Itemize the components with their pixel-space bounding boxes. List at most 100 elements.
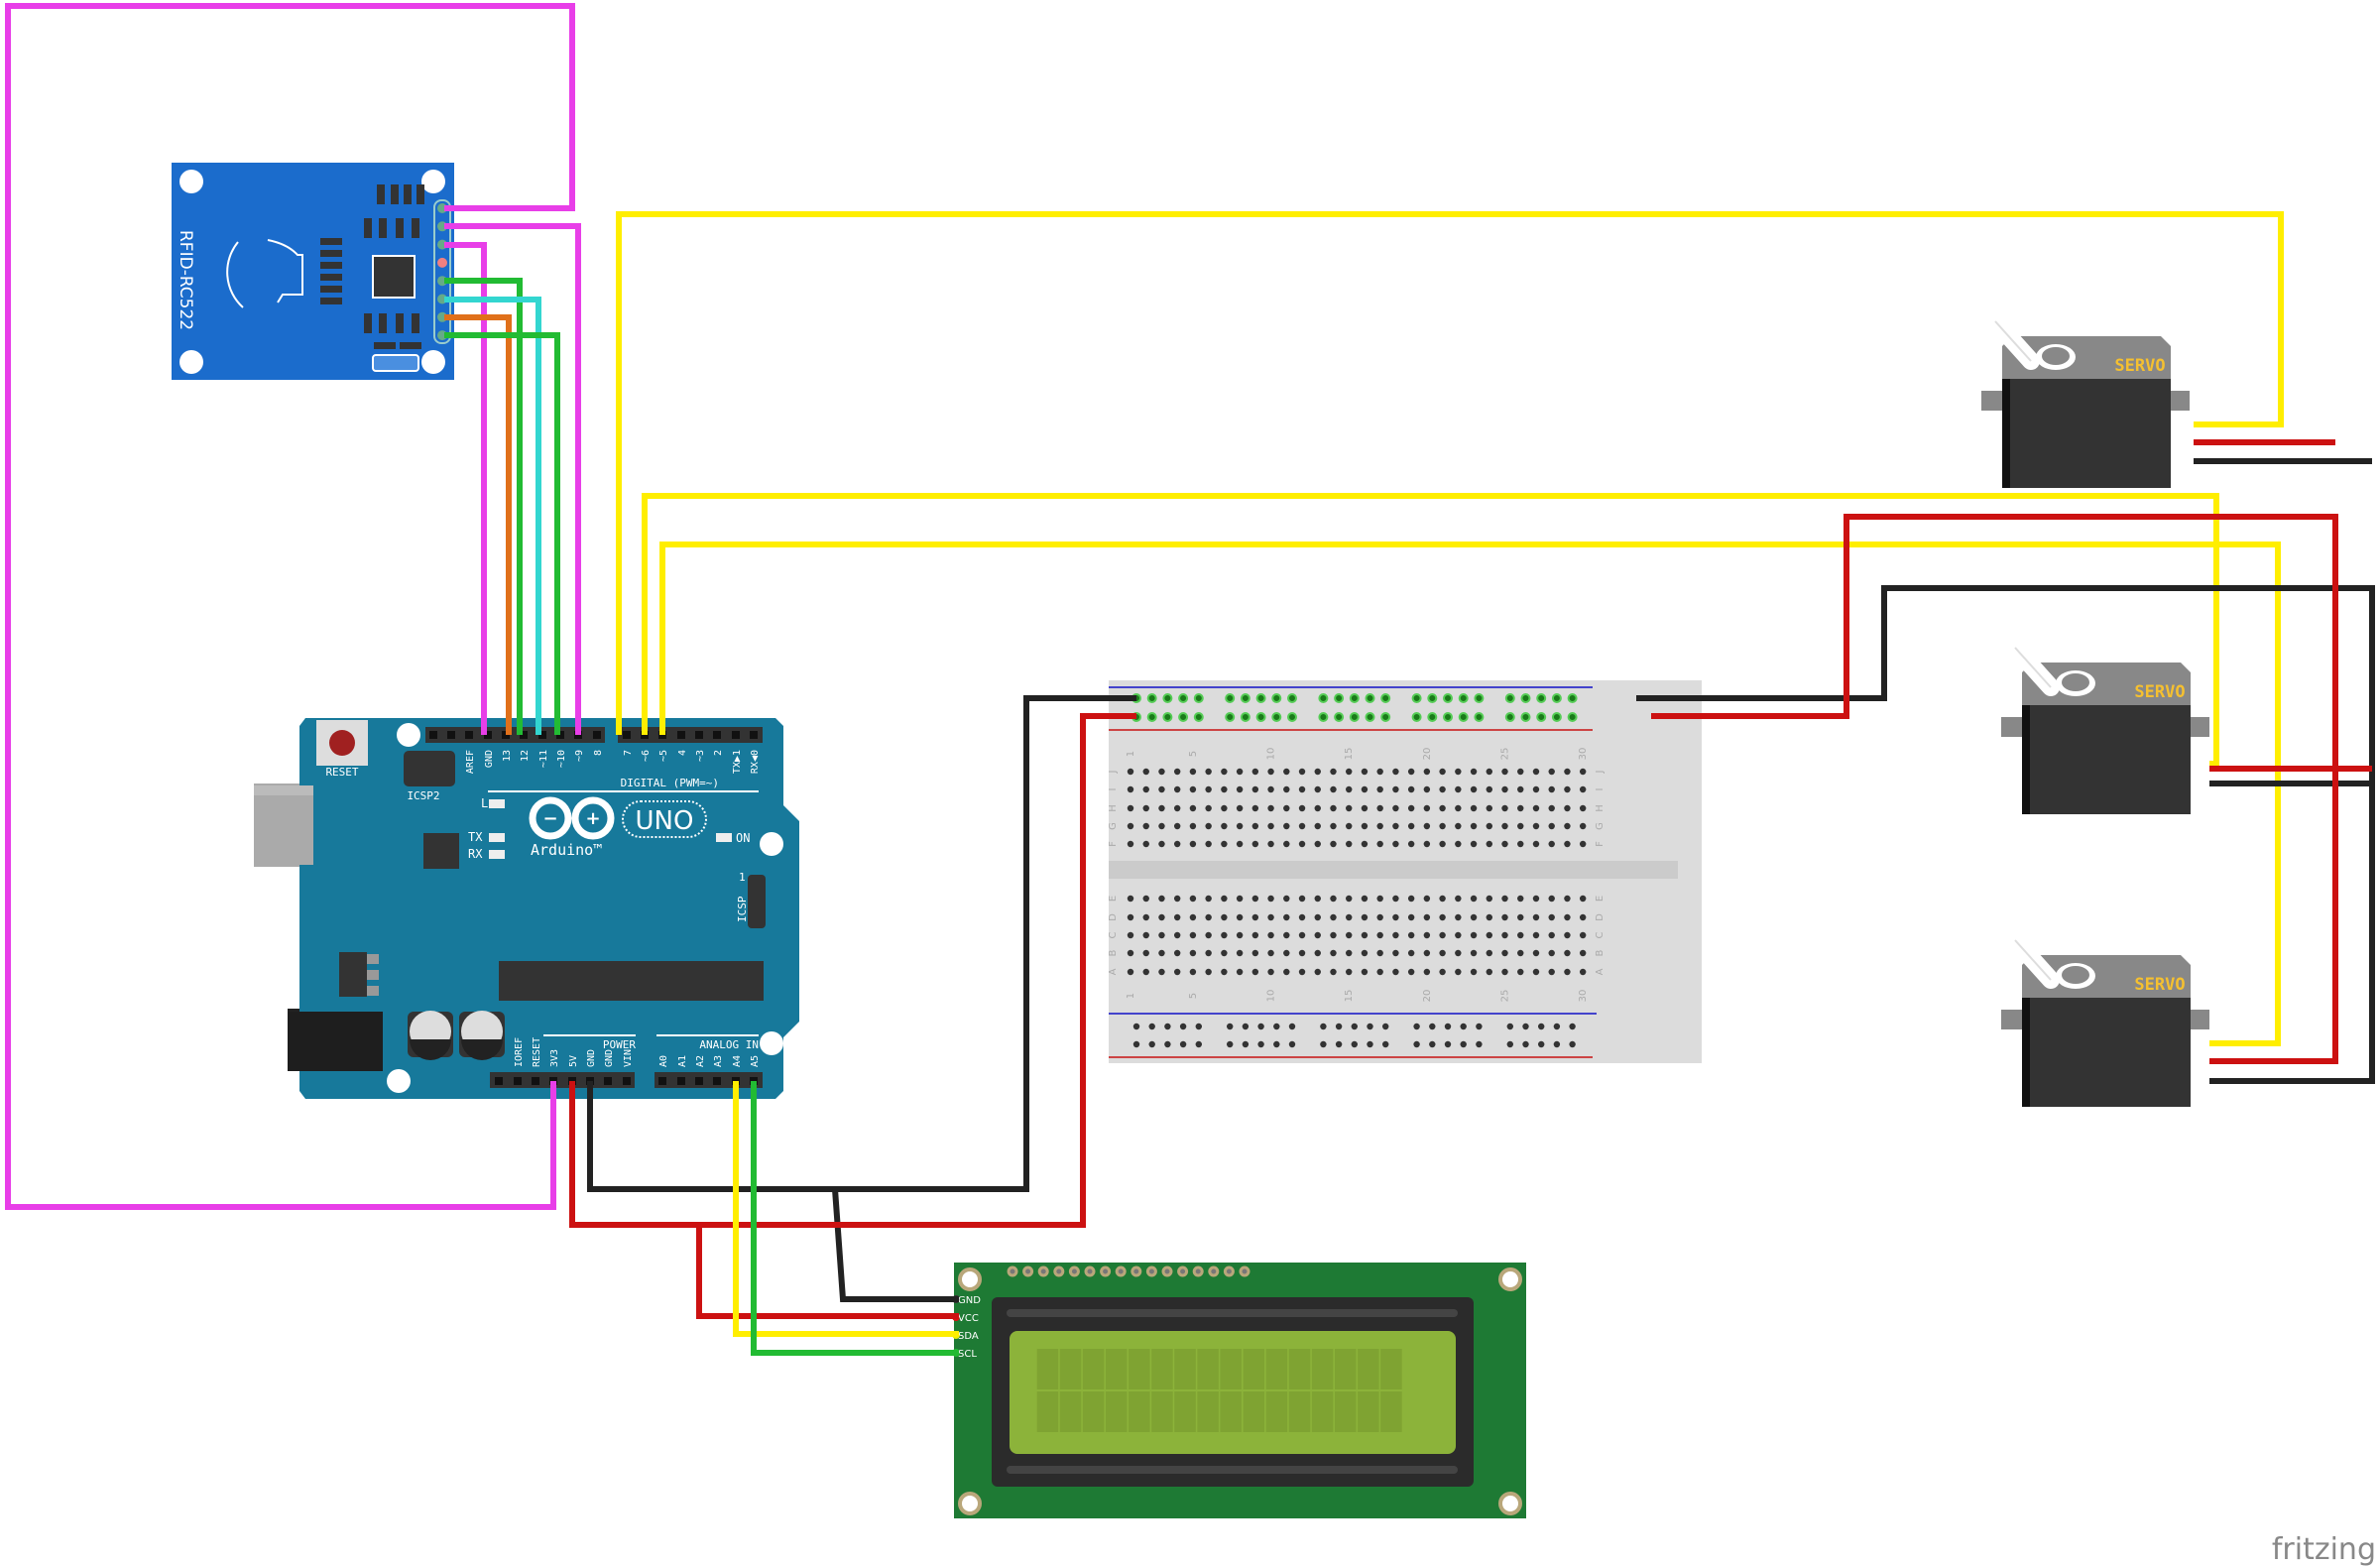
breadboard-hole[interactable] <box>1361 804 1368 812</box>
breadboard-hole[interactable] <box>1158 931 1165 939</box>
breadboard-hole[interactable] <box>1564 968 1571 976</box>
wire-gnd-servos[interactable] <box>1636 585 2375 1084</box>
breadboard-hole[interactable] <box>1532 931 1540 939</box>
breadboard-hole[interactable] <box>1361 895 1368 903</box>
rail-hole[interactable] <box>1318 693 1329 703</box>
breadboard-hole[interactable] <box>1205 949 1212 957</box>
breadboard-hole[interactable] <box>1486 949 1492 957</box>
wire-gnd-lcd[interactable] <box>832 1188 959 1302</box>
breadboard-hole[interactable] <box>1330 931 1337 939</box>
breadboard-hole[interactable] <box>1455 840 1462 848</box>
breadboard-hole[interactable] <box>1548 768 1555 776</box>
breadboard-hole[interactable] <box>1579 931 1587 939</box>
rail-hole[interactable] <box>1551 693 1562 703</box>
breadboard-hole[interactable] <box>1376 822 1383 830</box>
rail-hole[interactable] <box>1538 1023 1545 1030</box>
breadboard-hole[interactable] <box>1455 822 1462 830</box>
breadboard-hole[interactable] <box>1330 822 1337 830</box>
rail-hole[interactable] <box>1411 712 1422 722</box>
breadboard-hole[interactable] <box>1330 804 1337 812</box>
breadboard-hole[interactable] <box>1346 913 1353 921</box>
breadboard-hole[interactable] <box>1564 804 1571 812</box>
breadboard-hole[interactable] <box>1532 822 1540 830</box>
breadboard-hole[interactable] <box>1236 949 1244 957</box>
rail-hole[interactable] <box>1443 712 1453 722</box>
breadboard-hole[interactable] <box>1236 968 1244 976</box>
wire-a4-sda[interactable] <box>733 1081 959 1337</box>
breadboard-hole[interactable] <box>1423 931 1431 939</box>
wire-d6-servo2[interactable] <box>642 493 2219 767</box>
breadboard-hole[interactable] <box>1236 768 1244 776</box>
header-pin[interactable] <box>695 1077 703 1085</box>
breadboard-hole[interactable] <box>1548 968 1555 976</box>
breadboard-hole[interactable] <box>1221 895 1228 903</box>
breadboard-hole[interactable] <box>1376 913 1383 921</box>
breadboard-hole[interactable] <box>1251 968 1259 976</box>
breadboard-hole[interactable] <box>1221 822 1228 830</box>
breadboard-hole[interactable] <box>1173 968 1181 976</box>
breadboard-hole[interactable] <box>1142 768 1149 776</box>
rail-hole[interactable] <box>1335 1023 1343 1030</box>
breadboard-hole[interactable] <box>1486 785 1492 793</box>
wire-5v-breadboard[interactable] <box>569 713 1136 1228</box>
breadboard-hole[interactable] <box>1221 968 1228 976</box>
breadboard-hole[interactable] <box>1439 768 1446 776</box>
header-pin[interactable] <box>604 1077 612 1085</box>
header-pin[interactable] <box>484 731 492 739</box>
breadboard-hole[interactable] <box>1361 822 1368 830</box>
breadboard-hole[interactable] <box>1486 822 1492 830</box>
header-pin[interactable] <box>713 1077 721 1085</box>
breadboard-hole[interactable] <box>1205 913 1212 921</box>
breadboard-hole[interactable] <box>1439 804 1446 812</box>
breadboard-hole[interactable] <box>1189 949 1197 957</box>
header-pin[interactable] <box>658 1077 666 1085</box>
breadboard-hole[interactable] <box>1127 931 1134 939</box>
rail-hole[interactable] <box>1367 1040 1373 1048</box>
breadboard-hole[interactable] <box>1439 785 1446 793</box>
breadboard-hole[interactable] <box>1517 785 1524 793</box>
rail-hole[interactable] <box>1349 693 1360 703</box>
rail-hole[interactable] <box>1476 1023 1483 1030</box>
breadboard-hole[interactable] <box>1532 768 1540 776</box>
breadboard-hole[interactable] <box>1283 913 1290 921</box>
breadboard-hole[interactable] <box>1298 895 1306 903</box>
breadboard-hole[interactable] <box>1314 804 1321 812</box>
rail-hole[interactable] <box>1178 693 1189 703</box>
rail-hole[interactable] <box>1148 1040 1155 1048</box>
breadboard-hole[interactable] <box>1189 768 1197 776</box>
header-pin[interactable] <box>750 731 758 739</box>
rail-hole[interactable] <box>1195 1023 1203 1030</box>
rail-hole[interactable] <box>1520 693 1531 703</box>
breadboard-hole[interactable] <box>1127 785 1134 793</box>
breadboard-hole[interactable] <box>1392 785 1399 793</box>
rail-hole[interactable] <box>1287 712 1297 722</box>
rail-hole[interactable] <box>1429 1023 1436 1030</box>
rail-hole[interactable] <box>1553 1040 1561 1048</box>
breadboard-hole[interactable] <box>1173 949 1181 957</box>
rail-hole[interactable] <box>1288 1023 1296 1030</box>
breadboard-hole[interactable] <box>1267 968 1274 976</box>
breadboard-hole[interactable] <box>1142 822 1149 830</box>
breadboard-hole[interactable] <box>1407 949 1415 957</box>
breadboard-hole[interactable] <box>1314 895 1321 903</box>
breadboard-hole[interactable] <box>1579 895 1587 903</box>
rail-hole[interactable] <box>1382 1023 1389 1030</box>
rail-hole[interactable] <box>1227 1040 1234 1048</box>
header-pin[interactable] <box>695 731 703 739</box>
breadboard-hole[interactable] <box>1158 822 1165 830</box>
header-pin[interactable] <box>520 731 528 739</box>
rail-hole[interactable] <box>1380 693 1391 703</box>
breadboard-hole[interactable] <box>1361 913 1368 921</box>
breadboard-hole[interactable] <box>1142 968 1149 976</box>
breadboard-hole[interactable] <box>1221 931 1228 939</box>
breadboard-hole[interactable] <box>1423 804 1431 812</box>
breadboard-hole[interactable] <box>1298 968 1306 976</box>
breadboard-hole[interactable] <box>1517 840 1524 848</box>
rail-hole[interactable] <box>1382 1040 1389 1048</box>
breadboard-hole[interactable] <box>1283 840 1290 848</box>
header-pin[interactable] <box>429 731 437 739</box>
wire-rfid-mosi-d11[interactable] <box>444 297 541 735</box>
rail-hole[interactable] <box>1179 1023 1187 1030</box>
breadboard-hole[interactable] <box>1455 949 1462 957</box>
